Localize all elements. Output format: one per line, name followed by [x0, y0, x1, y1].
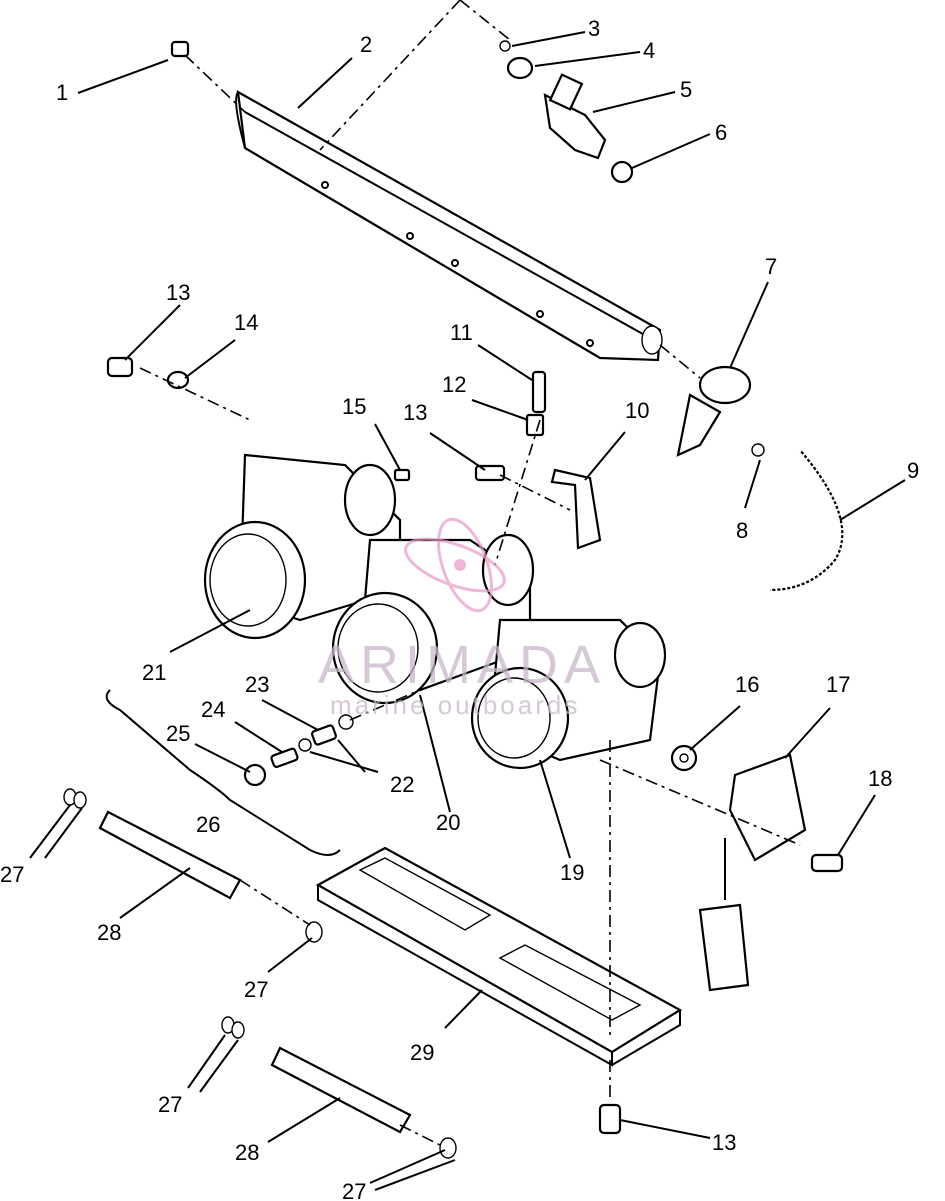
label-21: 21 [142, 660, 166, 685]
throttle-position-sensor [698, 753, 807, 992]
label-18: 18 [868, 766, 892, 791]
label-27-lower-left: 27 [158, 1092, 182, 1117]
label-9: 9 [907, 458, 919, 483]
label-1: 1 [56, 80, 68, 105]
leader-lines [29, 31, 906, 1191]
label-29: 29 [410, 1040, 434, 1065]
watermark: ARIMADA marine outboards [318, 517, 606, 720]
assembly-guide-lines [139, 0, 801, 1146]
label-24: 24 [201, 697, 225, 722]
label-8: 8 [736, 518, 748, 543]
label-26: 26 [196, 812, 220, 837]
label-28-upper: 28 [97, 920, 121, 945]
vacuum-hose [769, 447, 847, 594]
label-27-bottom: 27 [342, 1179, 366, 1201]
label-25: 25 [166, 721, 190, 746]
label-3: 3 [588, 16, 600, 41]
label-27-middle: 27 [244, 977, 268, 1002]
label-2: 2 [360, 32, 372, 57]
label-14: 14 [234, 310, 258, 335]
label-11: 11 [450, 320, 473, 345]
watermark-subtitle: marine outboards [330, 690, 580, 720]
watermark-title: ARIMADA [318, 635, 606, 695]
label-7: 7 [765, 254, 777, 279]
idle-screw-group [243, 714, 354, 787]
label-13-center: 13 [403, 400, 427, 425]
label-23: 23 [245, 672, 269, 697]
label-20: 20 [436, 810, 460, 835]
label-5: 5 [680, 77, 692, 102]
label-12: 12 [442, 372, 466, 397]
watermark-logo [404, 517, 506, 613]
label-19: 19 [560, 860, 584, 885]
label-22: 22 [390, 772, 414, 797]
fuel-rail [235, 89, 663, 362]
pressure-regulator [676, 365, 765, 457]
bracket [550, 468, 602, 550]
label-10: 10 [625, 398, 649, 423]
label-4: 4 [643, 38, 655, 63]
label-6: 6 [715, 120, 727, 145]
injector-assembly [499, 40, 634, 184]
label-16: 16 [735, 672, 759, 697]
shafts [63, 788, 457, 1159]
label-27-top-left: 27 [0, 862, 24, 887]
label-13-top-left: 13 [166, 280, 190, 305]
label-15: 15 [342, 394, 366, 419]
base-plate [315, 846, 683, 1067]
label-13-bottom: 13 [712, 1130, 736, 1155]
label-17: 17 [826, 672, 850, 697]
label-28-lower: 28 [235, 1140, 259, 1165]
callout-labels: 1 2 3 4 5 6 7 8 9 10 11 12 13 13 13 14 1… [0, 16, 919, 1201]
throttle-bodies [203, 453, 667, 770]
